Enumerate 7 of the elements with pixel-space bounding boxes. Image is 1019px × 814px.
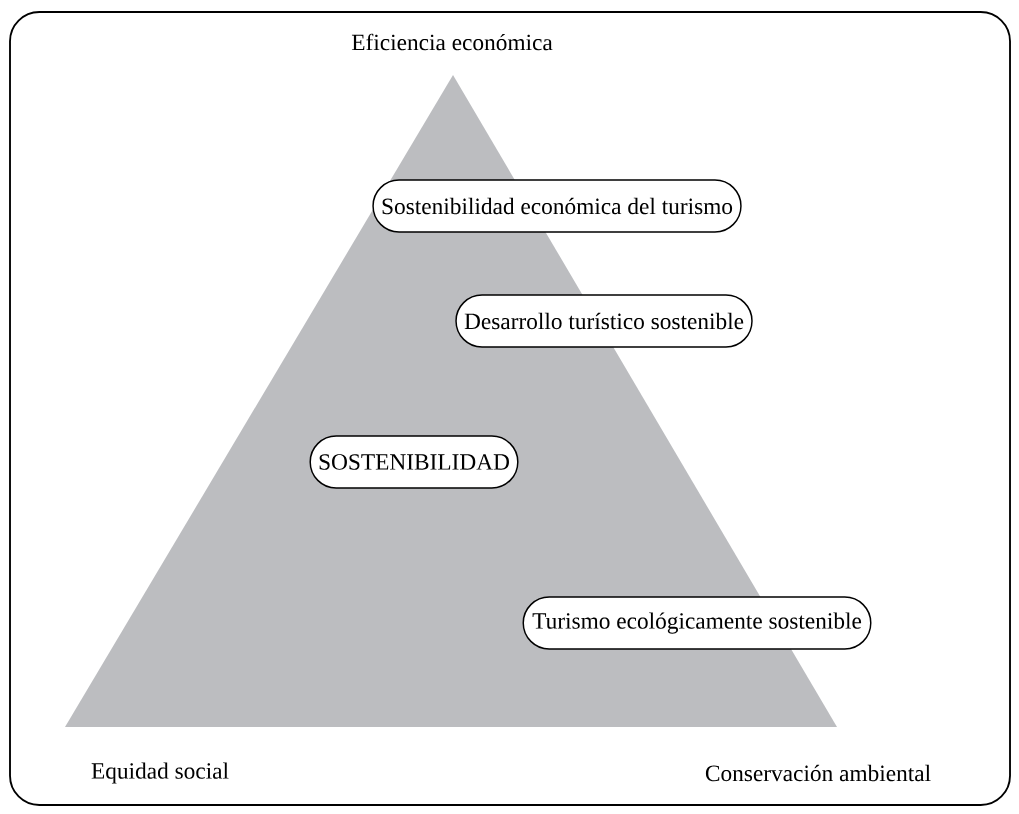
vertex-label: Conservación ambiental [705,764,931,782]
rounded-label-box: Sostenibilidad económica del turismo [372,179,742,233]
vertex-label: Eficiencia económica [351,33,553,51]
rounded-label-box: SOSTENIBILIDAD [309,435,519,489]
vertex-label: Equidad social [91,762,229,784]
rounded-label-box: Desarrollo turístico sostenible [455,294,753,348]
rounded-label-box: Turismo ecológicamente sostenible [522,596,872,650]
